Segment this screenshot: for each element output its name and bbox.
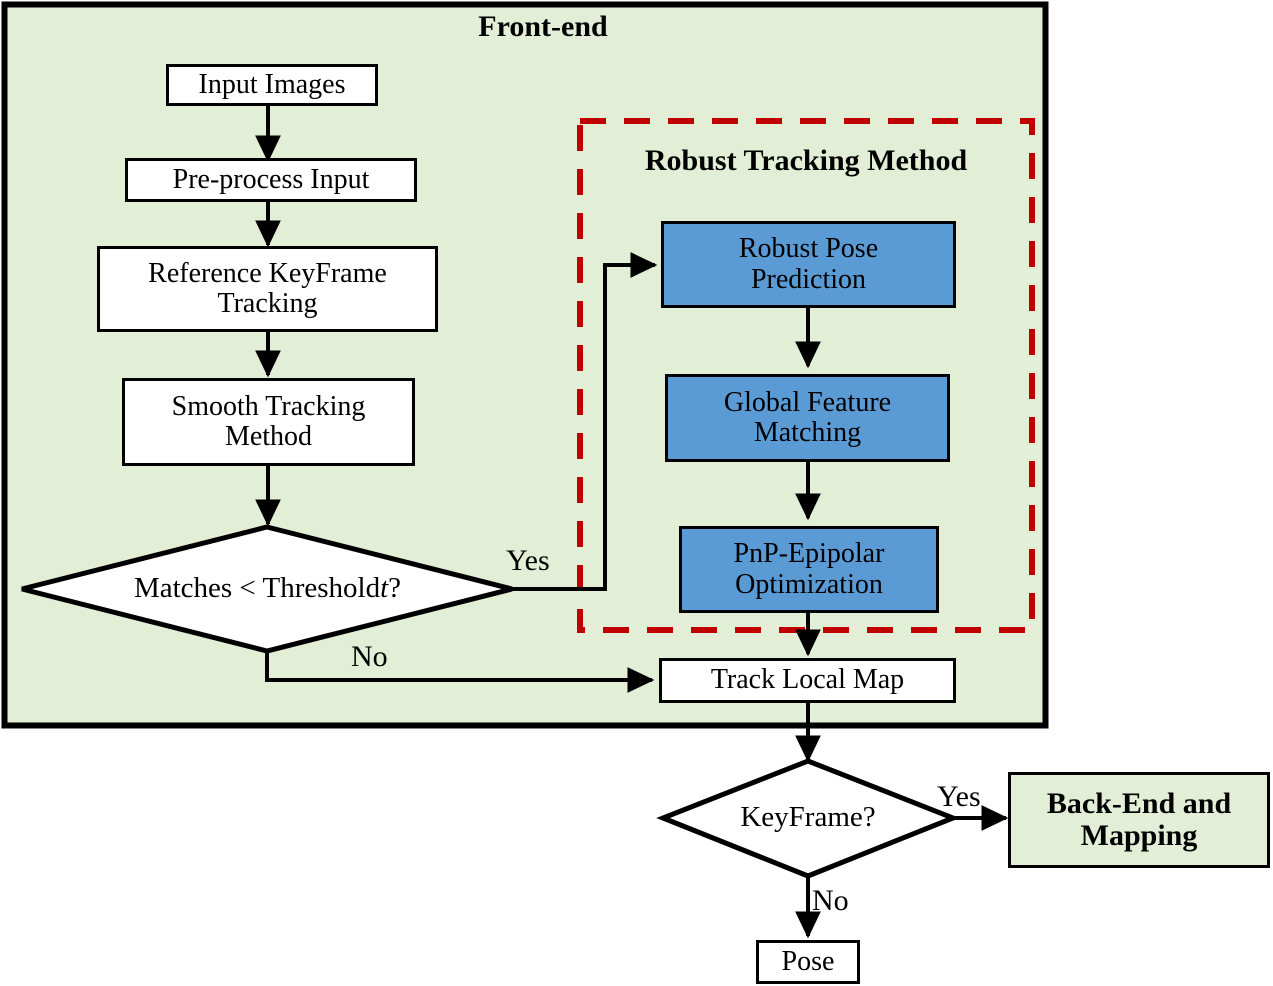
node-track-local-map-label: Track Local Map	[710, 664, 905, 696]
node-global-feature-matching-line2: Matching	[753, 417, 862, 448]
node-smooth-tracking-method-line1: Smooth Tracking	[171, 390, 366, 422]
node-robust-pose-prediction[interactable]: Robust Pose Prediction	[661, 221, 956, 308]
edge-label-keyframe-yes: Yes	[937, 780, 981, 813]
node-back-end-and-mapping-line1: Back-End and	[1046, 786, 1232, 820]
node-pre-process-input-label: Pre-process Input	[172, 163, 370, 195]
node-smooth-tracking-method[interactable]: Smooth Tracking Method	[122, 378, 415, 466]
node-matches-decision[interactable]: Matches < Threshold t?	[40, 568, 495, 610]
node-smooth-tracking-method-line2: Method	[224, 421, 313, 452]
node-matches-decision-suffix: ?	[388, 572, 402, 605]
node-matches-decision-variable: t	[380, 572, 389, 605]
edge-label-matches-yes: Yes	[506, 544, 550, 577]
node-back-end-and-mapping[interactable]: Back-End and Mapping	[1008, 772, 1270, 868]
node-keyframe-decision-label: KeyFrame?	[740, 801, 876, 834]
node-global-feature-matching-line1: Global Feature	[723, 386, 892, 418]
edge-label-keyframe-no: No	[812, 884, 849, 917]
node-pose-label: Pose	[781, 945, 835, 977]
node-robust-pose-prediction-line1: Robust Pose	[738, 233, 879, 265]
edge-label-matches-no: No	[351, 640, 388, 673]
node-back-end-and-mapping-line2: Mapping	[1080, 819, 1198, 852]
robust-tracking-panel-title: Robust Tracking Method	[644, 144, 968, 177]
robust-tracking-panel	[577, 118, 1035, 633]
frontend-panel-title: Front-end	[478, 10, 608, 43]
node-global-feature-matching[interactable]: Global Feature Matching	[665, 374, 950, 462]
node-input-images[interactable]: Input Images	[166, 64, 378, 106]
node-matches-decision-prefix: Matches < Threshold	[133, 572, 381, 605]
node-reference-keyframe-tracking-line1: Reference KeyFrame	[148, 257, 387, 289]
edge-matches-yes	[512, 252, 658, 591]
node-pnp-epipolar-optimization-line2: Optimization	[735, 568, 883, 600]
edge-matches-no	[265, 651, 655, 693]
node-reference-keyframe-tracking[interactable]: Reference KeyFrame Tracking	[97, 246, 438, 332]
node-track-local-map[interactable]: Track Local Map	[659, 658, 956, 703]
node-pose[interactable]: Pose	[756, 940, 860, 984]
node-input-images-label: Input Images	[198, 68, 346, 100]
node-pnp-epipolar-optimization-line1: PnP-Epipolar	[733, 538, 885, 570]
node-pre-process-input[interactable]: Pre-process Input	[125, 158, 417, 202]
node-pnp-epipolar-optimization[interactable]: PnP-Epipolar Optimization	[679, 526, 939, 613]
node-robust-pose-prediction-line2: Prediction	[750, 263, 867, 295]
node-keyframe-decision[interactable]: KeyFrame?	[683, 797, 933, 839]
node-reference-keyframe-tracking-line2: Tracking	[217, 288, 318, 319]
